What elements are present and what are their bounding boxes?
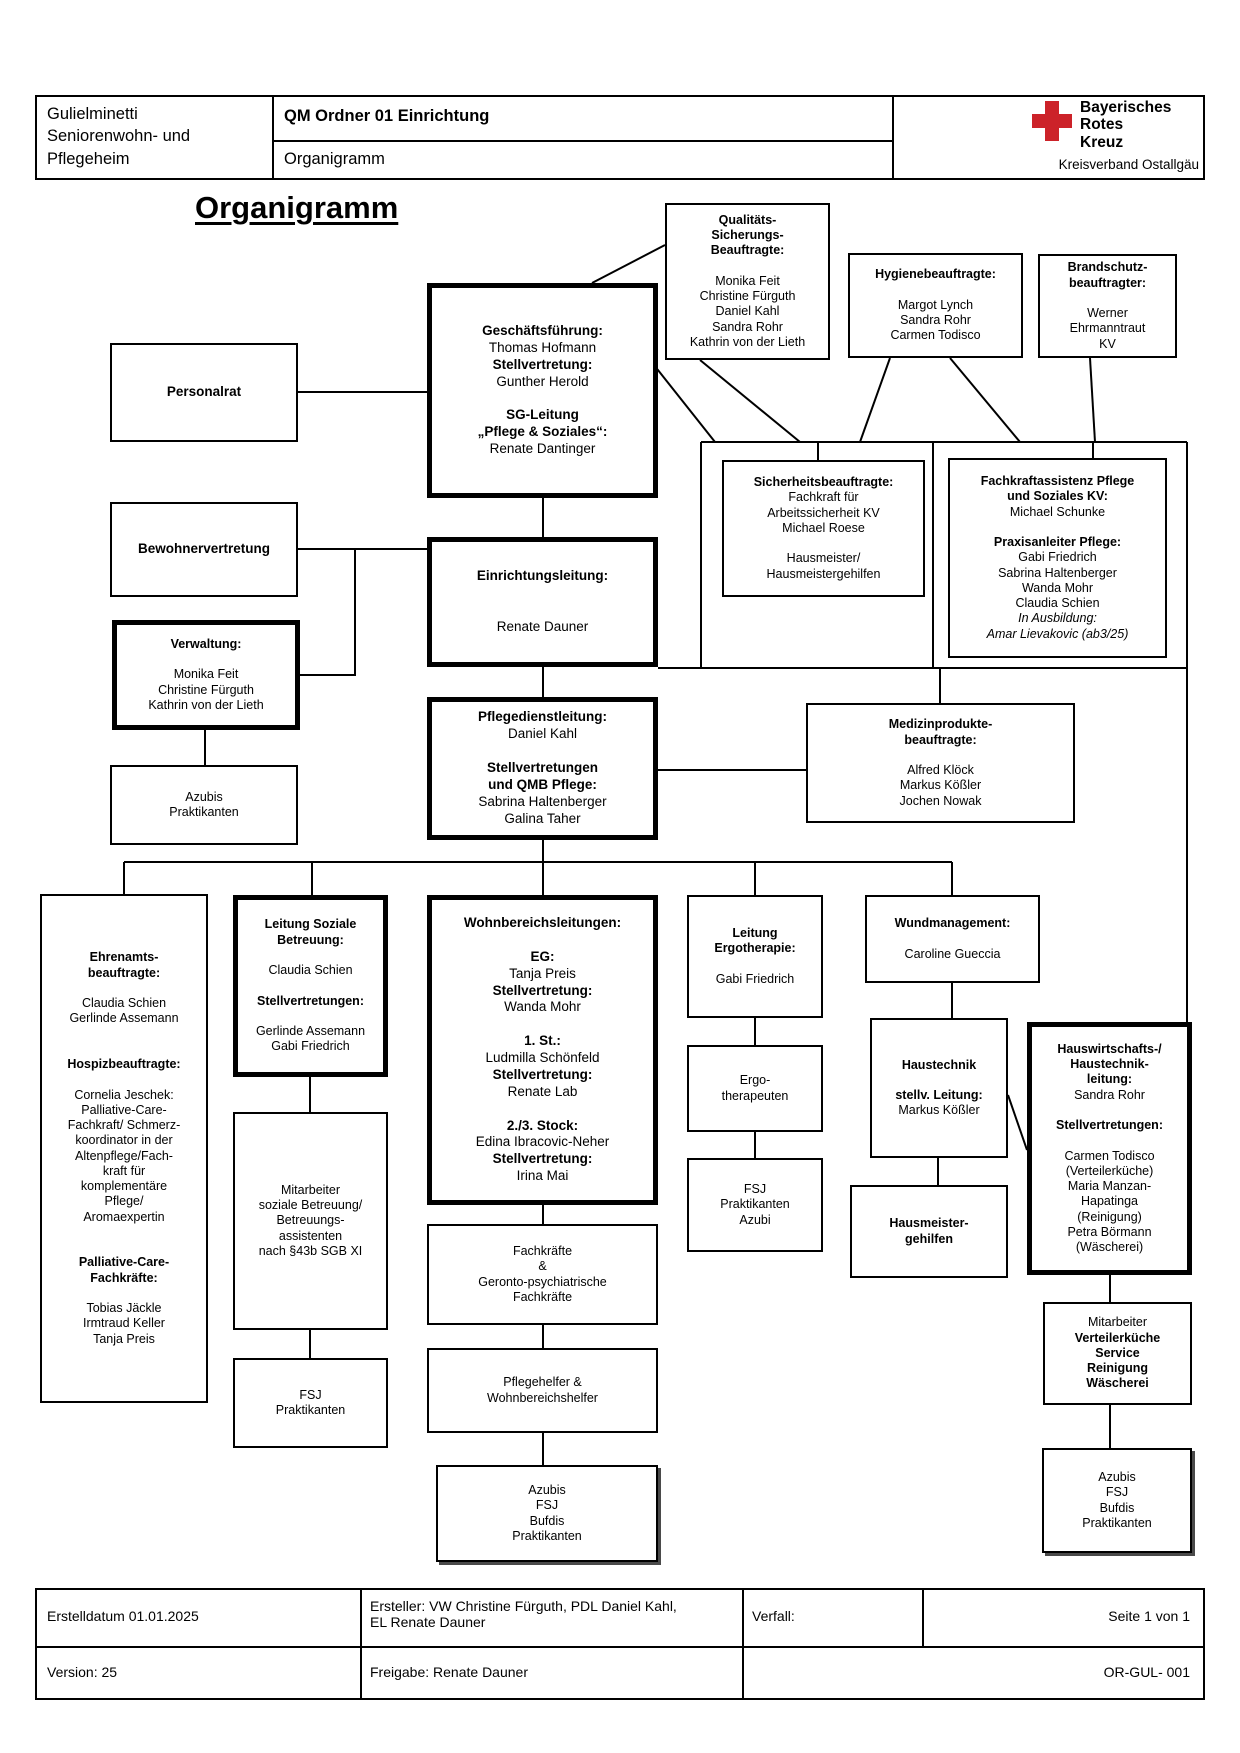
- brk-logo-text: Bayerisches Rotes Kreuz: [1080, 99, 1172, 151]
- qm-folder-title: QM Ordner 01 Einrichtung: [284, 107, 490, 125]
- box-personalrat: Personalrat: [110, 343, 298, 442]
- box-pflegedienstleitung: Pflegedienstleitung:Daniel Kahl Stellver…: [427, 697, 658, 840]
- header-divider: [892, 97, 894, 178]
- footer-divider: [922, 1590, 924, 1646]
- footer-seite: Seite 1 von 1: [1108, 1608, 1190, 1624]
- document-type: Organigramm: [284, 150, 385, 168]
- box-medizinproduktebeauftragte: Medizinprodukte-beauftragte: Alfred Klöc…: [806, 703, 1075, 823]
- footer-divider: [742, 1590, 744, 1646]
- box-hausmeistergehilfen: Hausmeister-gehilfen: [850, 1185, 1008, 1278]
- header-divider: [272, 97, 274, 178]
- footer-ersteller: Ersteller: VW Christine Fürguth, PDL Dan…: [370, 1598, 677, 1630]
- box-pflegehelfer: Pflegehelfer &Wohnbereichshelfer: [427, 1348, 658, 1433]
- brk-region: Kreisverband Ostallgäu: [1058, 157, 1199, 172]
- facility-name: Gulielminetti Seniorenwohn- und Pflegehe…: [47, 105, 191, 168]
- footer-verfall: Verfall:: [752, 1608, 795, 1624]
- box-bewohnervertretung: Bewohnervertretung: [110, 502, 298, 597]
- box-ergotherapeuten: Ergo-therapeuten: [687, 1045, 823, 1132]
- document-footer: Erstelldatum 01.01.2025 Ersteller: VW Ch…: [35, 1588, 1205, 1700]
- footer-freigabe: Freigabe: Renate Dauner: [370, 1664, 528, 1680]
- footer-erstelldatum: Erstelldatum 01.01.2025: [47, 1608, 199, 1624]
- footer-version: Version: 25: [47, 1664, 118, 1680]
- box-qualitaets-sicherungs-beauftragte: Qualitäts-Sicherungs-Beauftragte: Monika…: [665, 203, 830, 360]
- header-divider: [272, 140, 892, 142]
- footer-divider: [360, 1648, 362, 1698]
- page-title: Organigramm: [195, 190, 399, 225]
- box-wundmanagement: Wundmanagement: Caroline Gueccia: [865, 895, 1040, 983]
- footer-divider: [742, 1648, 744, 1698]
- box-einrichtungsleitung: Einrichtungsleitung: Renate Dauner: [427, 537, 658, 667]
- box-haustechnik: Haustechnik stellv. Leitung:Markus Kößle…: [870, 1018, 1008, 1158]
- document-header: Gulielminetti Seniorenwohn- und Pflegehe…: [35, 95, 1205, 180]
- footer-divider: [360, 1590, 362, 1646]
- footer-doc-id: OR-GUL- 001: [1103, 1664, 1190, 1680]
- box-hauswirtschafts-haustechnikleitung: Hauswirtschafts-/Haustechnik-leitung:San…: [1027, 1022, 1192, 1275]
- footer-divider: [37, 1646, 1203, 1648]
- red-cross-icon: [1032, 101, 1072, 141]
